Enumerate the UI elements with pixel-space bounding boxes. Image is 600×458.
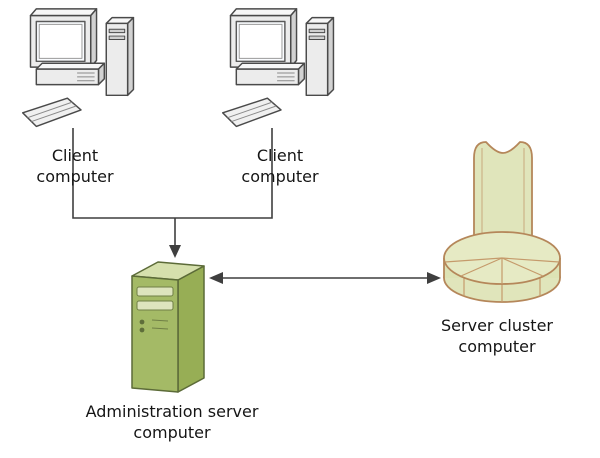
client-computer-icon — [222, 8, 335, 128]
client-computer-1-label: Client computer — [36, 146, 114, 186]
cluster-segment-lines — [444, 257, 560, 284]
admin-server-tower-icon — [131, 261, 205, 393]
tower-icon — [105, 16, 135, 97]
server-cluster-node — [430, 128, 570, 308]
server-drive-bay — [136, 286, 174, 297]
desktop-base-icon — [235, 62, 306, 86]
server-cluster-icon — [443, 141, 561, 303]
client-computer-1-node — [22, 4, 140, 140]
server-button — [139, 319, 145, 325]
client-computer-icon — [22, 8, 135, 128]
desktop-base-icon — [35, 62, 106, 86]
server-button — [139, 327, 145, 333]
client-computer-2-node — [222, 4, 340, 140]
server-cluster-label: Server cluster computer — [441, 316, 553, 356]
admin-server-label: Administration server computer — [85, 402, 259, 442]
tower-icon — [305, 16, 335, 97]
admin-server-node — [118, 246, 218, 396]
server-drive-bay — [136, 300, 174, 311]
keyboard-icon — [22, 97, 82, 128]
keyboard-icon — [222, 97, 282, 128]
client-computer-2-label: Client computer — [241, 146, 319, 186]
server-side-face — [177, 265, 205, 393]
monitor-icon — [29, 8, 98, 68]
monitor-icon — [229, 8, 298, 68]
